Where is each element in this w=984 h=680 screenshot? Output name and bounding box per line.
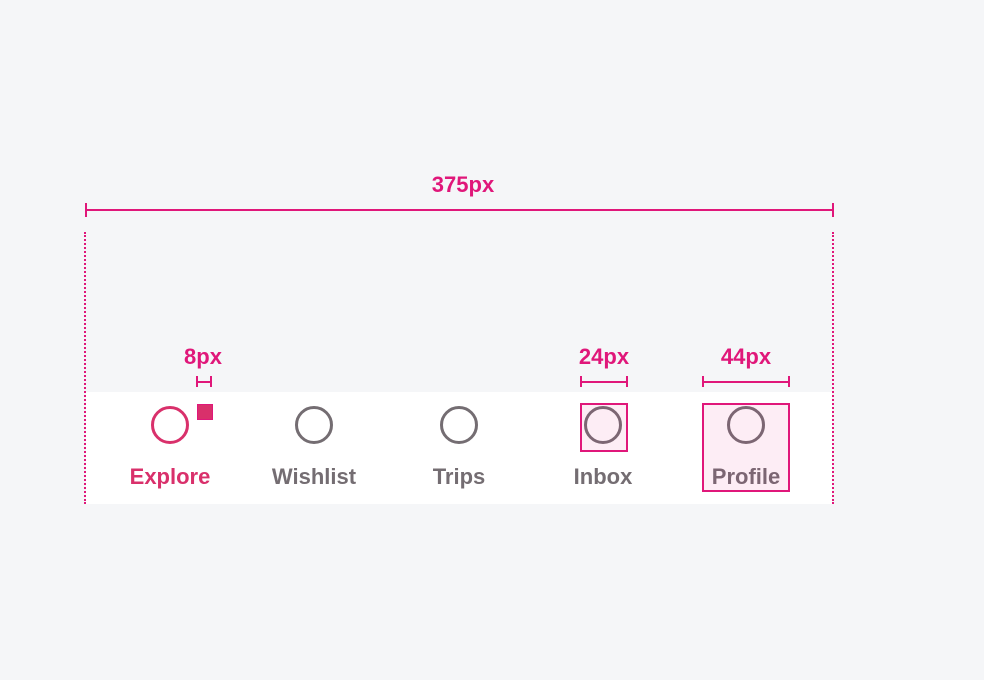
nav-label-profile: Profile: [711, 464, 781, 489]
inbox-icon: [584, 406, 622, 444]
total-width-line: [85, 209, 834, 211]
notification-badge: [197, 404, 213, 420]
icon-size-label: 24px: [578, 344, 630, 369]
touch-target-tick-right: [788, 376, 790, 387]
total-width-label: 375px: [431, 172, 495, 197]
badge-size-line: [196, 381, 212, 383]
icon-size-tick-left: [580, 376, 582, 387]
touch-target-line: [702, 381, 790, 383]
profile-icon: [727, 406, 765, 444]
nav-label-trips: Trips: [432, 464, 486, 489]
explore-icon: [151, 406, 189, 444]
touch-target-label: 44px: [720, 344, 772, 369]
touch-target-tick-left: [702, 376, 704, 387]
right-edge-guide: [832, 232, 834, 504]
total-width-tick-left: [85, 203, 87, 217]
nav-label-explore: Explore: [129, 464, 211, 489]
nav-label-wishlist: Wishlist: [271, 464, 357, 489]
icon-size-highlight: [580, 403, 628, 452]
icon-size-line: [580, 381, 628, 383]
nav-item-inbox[interactable]: Inbox: [531, 392, 675, 504]
nav-item-profile[interactable]: Profile: [674, 392, 818, 504]
badge-size-tick-left: [196, 376, 198, 387]
nav-item-explore[interactable]: Explore: [98, 392, 242, 504]
badge-size-label: 8px: [184, 344, 222, 369]
badge-size-tick-right: [210, 376, 212, 387]
nav-item-trips[interactable]: Trips: [387, 392, 531, 504]
touch-target-highlight: [702, 403, 790, 492]
trips-icon: [440, 406, 478, 444]
total-width-tick-right: [832, 203, 834, 217]
nav-label-inbox: Inbox: [573, 464, 633, 489]
nav-item-wishlist[interactable]: Wishlist: [242, 392, 386, 504]
left-edge-guide: [84, 232, 86, 504]
icon-size-tick-right: [626, 376, 628, 387]
wishlist-icon: [295, 406, 333, 444]
